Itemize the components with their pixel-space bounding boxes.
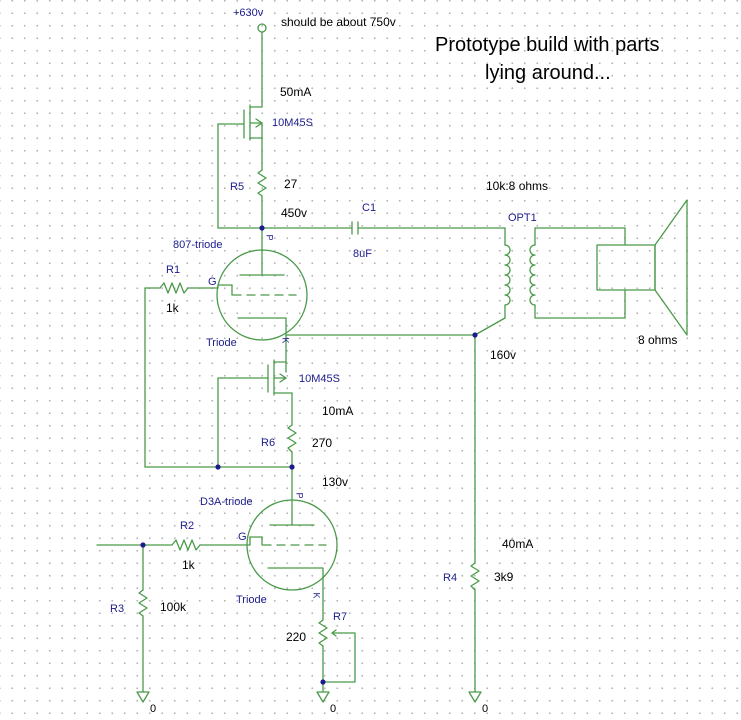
r5-ref-label: R5 bbox=[230, 181, 245, 193]
note-line-2: lying around... bbox=[485, 62, 611, 84]
mosfet-top-symbol bbox=[217, 102, 263, 171]
mosfet-top-current-label: 50mA bbox=[280, 85, 312, 99]
wire-r7-wiper bbox=[322, 632, 356, 683]
junction-dot bbox=[472, 332, 478, 338]
mosfet-top-part-label: 10M45S bbox=[272, 117, 313, 129]
r1-ref-label: R1 bbox=[166, 264, 181, 276]
r2-value-label: 1k bbox=[182, 558, 195, 572]
r4-ref-label: R4 bbox=[443, 572, 458, 584]
r4-value-label: 3k9 bbox=[494, 570, 514, 584]
r2-ref-label: R2 bbox=[180, 520, 195, 532]
r5-symbol bbox=[257, 169, 267, 197]
tube-d3a-name-label: D3A-triode bbox=[200, 496, 253, 508]
junction-dot bbox=[140, 542, 146, 548]
mosfet-mid-symbol bbox=[217, 359, 293, 396]
tube-d3a-type-label: Triode bbox=[236, 594, 267, 606]
junction-dot bbox=[259, 225, 265, 231]
r4-symbol bbox=[470, 562, 480, 591]
ground-label-r7: 0 bbox=[330, 703, 337, 715]
r6-symbol bbox=[287, 424, 297, 453]
ground-label-r4: 0 bbox=[482, 703, 489, 715]
tube-d3a-pin-g: G bbox=[238, 531, 247, 543]
r1-value-label: 1k bbox=[166, 301, 179, 315]
r7-ref-label: R7 bbox=[333, 611, 348, 623]
opt1-ratio-label: 10k:8 ohms bbox=[486, 179, 549, 193]
tube-807-pin-k: K bbox=[280, 337, 291, 344]
b-plus-node-voltage-label: 160v bbox=[490, 348, 517, 362]
junction-dot bbox=[215, 464, 221, 470]
r6-ref-label: R6 bbox=[261, 437, 276, 449]
speaker-icon bbox=[596, 199, 688, 336]
r6-value-label: 270 bbox=[312, 436, 333, 450]
r7-symbol bbox=[318, 619, 341, 647]
c1-value-label: 8uF bbox=[353, 248, 372, 260]
c1-symbol bbox=[351, 221, 359, 235]
tube-807-symbol bbox=[216, 249, 308, 373]
plate-d3a-voltage-label: 130v bbox=[322, 475, 349, 489]
opt1-ref-label: OPT1 bbox=[508, 212, 537, 224]
r3-ref-label: R3 bbox=[110, 603, 125, 615]
r3-symbol bbox=[138, 589, 148, 617]
r2-symbol bbox=[171, 539, 201, 551]
tube-d3a-pin-p: P bbox=[294, 492, 305, 499]
tube-d3a-pin-k: K bbox=[311, 592, 322, 599]
r1-symbol bbox=[159, 282, 189, 294]
tube-807-pin-p: P bbox=[264, 234, 275, 241]
ground-icon bbox=[136, 691, 150, 703]
mosfet-mid-part-label: 10M45S bbox=[299, 373, 340, 385]
junction-dot bbox=[320, 679, 326, 685]
c1-ref-label: C1 bbox=[362, 202, 377, 214]
opt1-symbol bbox=[504, 227, 626, 319]
tube-807-pin-g: G bbox=[208, 276, 217, 288]
r3-value-label: 100k bbox=[160, 600, 187, 614]
plate-807-voltage-label: 450v bbox=[281, 206, 308, 220]
r5-value-label: 27 bbox=[284, 177, 298, 191]
mosfet-mid-current-label: 10mA bbox=[322, 404, 354, 418]
supply-terminal bbox=[257, 23, 267, 33]
junction-dot bbox=[289, 464, 295, 470]
ground-label-r3: 0 bbox=[150, 703, 157, 715]
ground-icon bbox=[316, 691, 330, 703]
supply-comment-label: should be about 750v bbox=[281, 15, 396, 29]
note-line-1: Prototype build with parts bbox=[435, 34, 660, 56]
tube-807-type-label: Triode bbox=[206, 337, 237, 349]
supply-voltage-label: +630v bbox=[233, 7, 264, 19]
r7-value-label: 220 bbox=[286, 630, 307, 644]
speaker-impedance-label: 8 ohms bbox=[638, 333, 678, 347]
wire-opt-to-node bbox=[474, 317, 506, 336]
tube-807-name-label: 807-triode bbox=[173, 239, 223, 251]
r4-current-label: 40mA bbox=[502, 537, 534, 551]
ground-icon bbox=[468, 691, 482, 703]
